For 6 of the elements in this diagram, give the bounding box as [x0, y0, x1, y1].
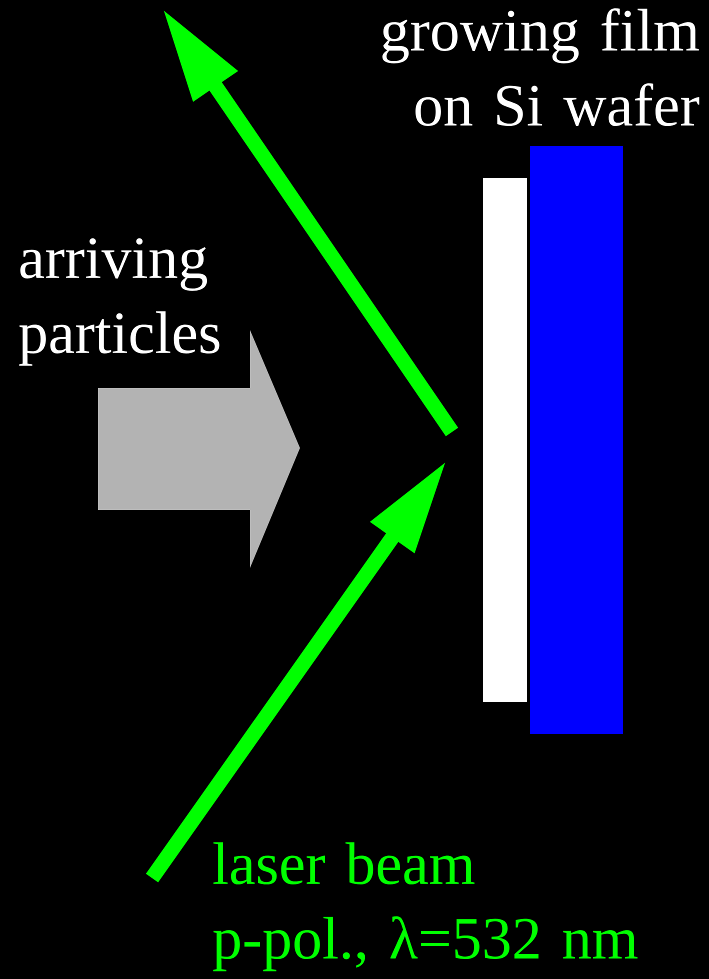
beam-label: p-pol., λ=532 nm — [213, 916, 638, 972]
wafer-bar — [530, 146, 623, 734]
film-label: growing film on Si wafer — [382, 8, 700, 126]
particles-label: arriving particles — [19, 238, 220, 366]
beam-label: laser beam — [213, 842, 474, 884]
film-bar — [483, 178, 527, 702]
